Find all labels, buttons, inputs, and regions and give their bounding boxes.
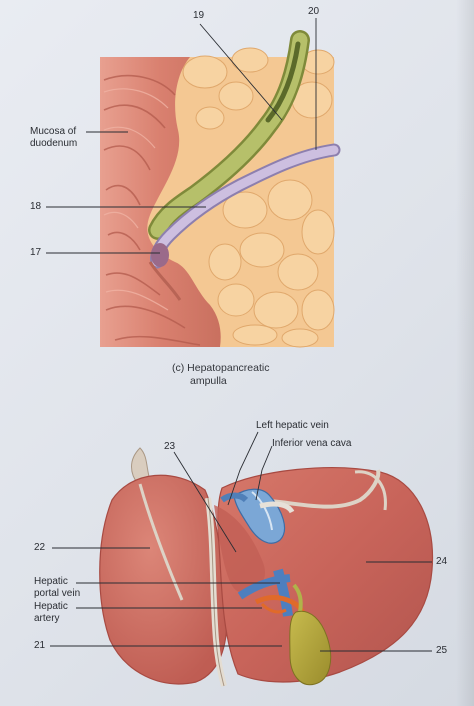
leader-19 <box>199 23 283 121</box>
label-hepatic-artery: Hepatic artery <box>34 601 94 625</box>
label-mucosa-line1: Mucosa of <box>30 126 77 137</box>
label-23: 23 <box>164 441 176 452</box>
caption-line1: (c) Hepatopancreatic <box>172 362 270 374</box>
label-mucosa-of-duodenum: Mucosa of duodenum <box>30 126 90 150</box>
leader-23 <box>173 451 237 553</box>
top-leader-lines <box>46 18 317 254</box>
caption-line2: ampulla <box>190 375 227 387</box>
mucosal-highlights <box>103 88 169 311</box>
liver-illustration <box>99 447 434 687</box>
fat-lobules <box>182 47 335 348</box>
label-portal-line2: portal vein <box>34 588 81 599</box>
page-edge-shadow <box>456 0 474 706</box>
bottom-leader-lines <box>50 431 432 652</box>
label-20: 20 <box>308 6 320 17</box>
common-hepatic-duct <box>292 583 303 613</box>
ampulla-panel <box>100 30 341 348</box>
label-17: 17 <box>30 247 42 258</box>
label-portal-line1: Hepatic <box>34 576 68 587</box>
label-18: 18 <box>30 201 42 212</box>
round-ligament <box>138 483 184 601</box>
label-19: 19 <box>193 10 205 21</box>
leader-left-hepatic-vein <box>227 431 259 506</box>
label-artery-line2: artery <box>34 613 60 624</box>
ivc-highlight <box>251 491 273 531</box>
leader-inferior-vena-cava <box>255 445 273 501</box>
falciform-ligament-edge <box>207 497 225 687</box>
label-artery-line1: Hepatic <box>34 601 68 612</box>
triangular-ligament <box>354 470 387 511</box>
label-25: 25 <box>436 645 448 656</box>
label-mucosa-line2: duodenum <box>30 138 78 149</box>
label-21: 21 <box>34 640 46 651</box>
label-22: 22 <box>34 542 46 553</box>
mucosal-folds <box>103 74 201 346</box>
major-duodenal-papilla <box>148 261 182 301</box>
left-hepatic-vein <box>220 492 249 503</box>
label-left-hepatic-vein: Left hepatic vein <box>256 420 329 431</box>
label-inferior-vena-cava: Inferior vena cava <box>272 438 352 449</box>
bile-duct-lumen <box>265 41 301 123</box>
label-hepatic-portal-vein: Hepatic portal vein <box>34 576 94 600</box>
label-24: 24 <box>436 556 448 567</box>
hepatic-artery-branch <box>260 602 287 614</box>
ivc-ligament-band <box>259 501 295 514</box>
caudate-lobe <box>214 505 266 592</box>
hepatopancreatic-ampulla <box>151 243 169 267</box>
portal-vein-branch <box>237 574 291 600</box>
hepatic-portal-vein <box>273 568 293 617</box>
gallbladder <box>289 610 332 686</box>
figure-caption: (c) Hepatopancreatic ampulla <box>172 362 269 388</box>
